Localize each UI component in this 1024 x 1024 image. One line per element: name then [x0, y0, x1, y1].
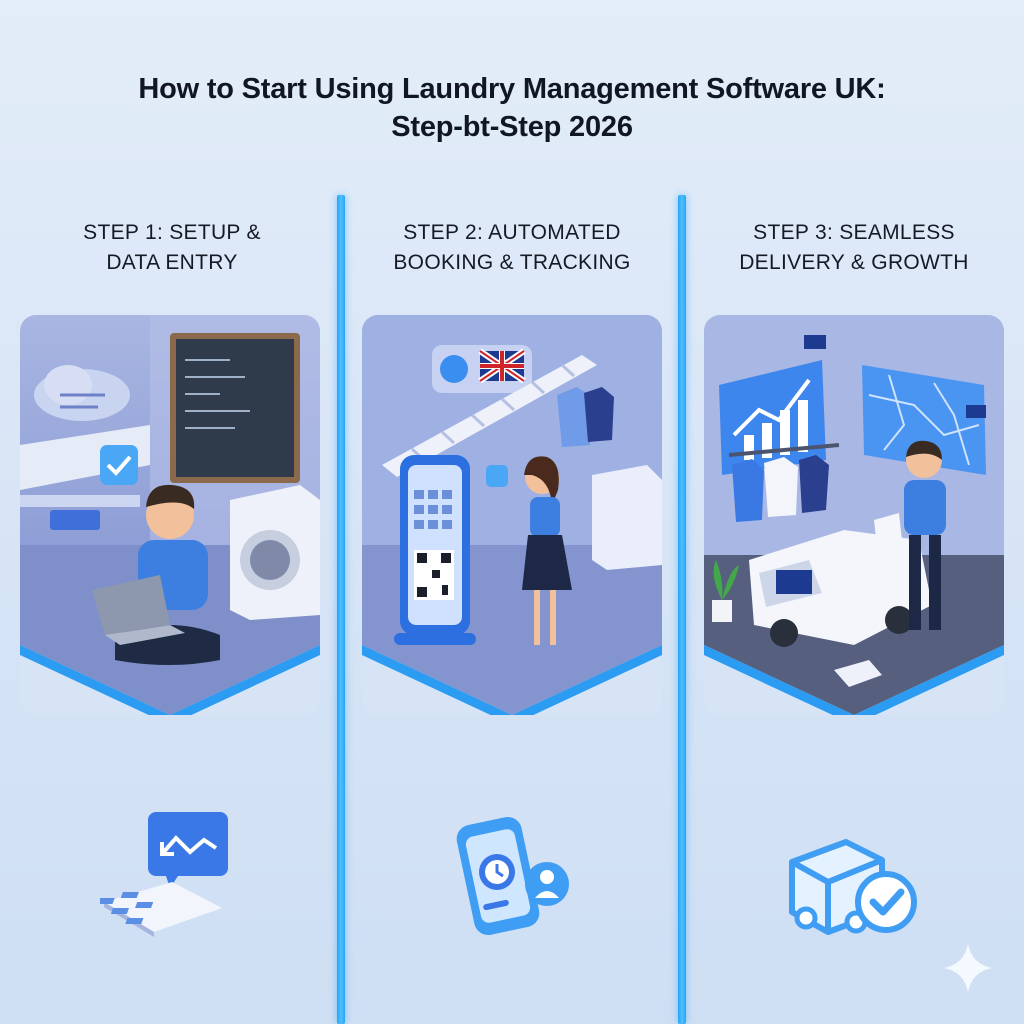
step-1-title-line-1: STEP 1: SETUP & — [83, 221, 261, 244]
step-3-title-line-1: STEP 3: SEAMLESS — [753, 221, 955, 244]
step-1-title: STEP 1: SETUP & DATA ENTRY — [22, 218, 322, 278]
divider-right — [678, 195, 686, 1024]
divider-left — [337, 195, 345, 1024]
title-line-1: How to Start Using Laundry Management So… — [138, 73, 886, 105]
step-2-title-line-1: STEP 2: AUTOMATED — [403, 221, 621, 244]
step-3-illustration — [704, 315, 1004, 715]
step-1-illustration — [20, 315, 320, 715]
step-1-title-line-2: DATA ENTRY — [106, 251, 238, 274]
sparkle-icon — [942, 942, 994, 999]
title-line-2: Step-bt-Step 2026 — [391, 111, 633, 143]
truck-check-icon — [786, 830, 921, 945]
step-2-title: STEP 2: AUTOMATED BOOKING & TRACKING — [362, 218, 662, 278]
page-title: How to Start Using Laundry Management So… — [0, 70, 1024, 146]
step-3-title: STEP 3: SEAMLESS DELIVERY & GROWTH — [704, 218, 1004, 278]
step-2-illustration — [362, 315, 662, 715]
phone-clock-icon — [455, 812, 580, 947]
step-3-title-line-2: DELIVERY & GROWTH — [739, 251, 969, 274]
keyboard-chart-icon — [96, 812, 230, 942]
step-2-title-line-2: BOOKING & TRACKING — [393, 251, 631, 274]
